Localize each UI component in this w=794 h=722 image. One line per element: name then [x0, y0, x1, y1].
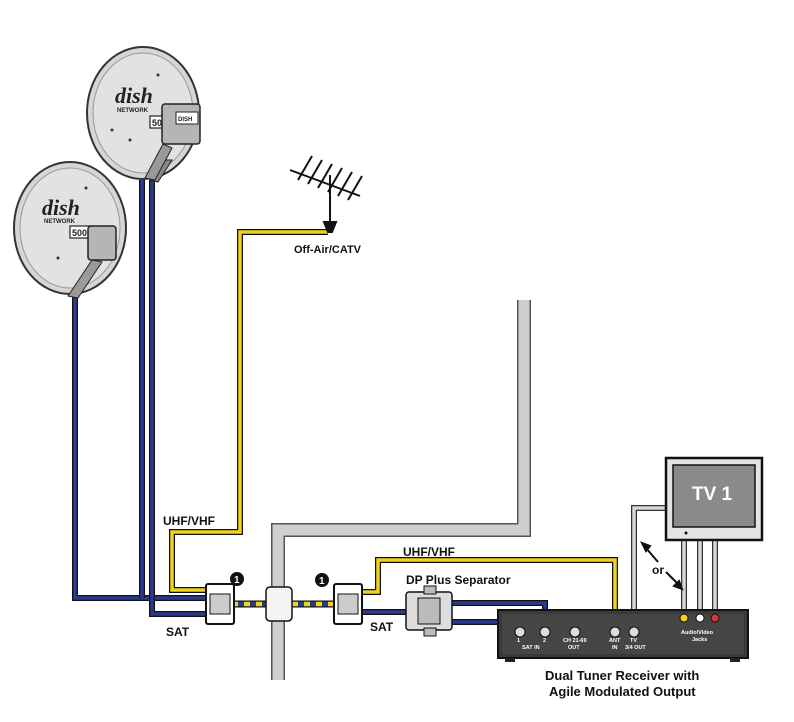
- receiver-title-line2: Agile Modulated Output: [549, 684, 696, 699]
- port-sat-2: 2: [543, 638, 546, 644]
- or-label: or: [652, 563, 664, 577]
- sat-right-label: SAT: [370, 620, 394, 634]
- dish-sublogo-lower: NETWORK: [44, 219, 76, 225]
- uhf-vhf-left-label: UHF/VHF: [163, 514, 215, 528]
- sat-left-label: SAT: [166, 625, 190, 639]
- dp-separator-label: DP Plus Separator: [406, 573, 511, 587]
- tv-cables: [631, 505, 718, 628]
- callout-left: 1: [234, 575, 240, 586]
- wall-plate: [265, 586, 293, 622]
- uhf-vhf-right-label: UHF/VHF: [403, 545, 455, 559]
- dish-upper: dish NETWORK 500 DISH: [86, 46, 201, 183]
- port-tv-1: TV: [630, 638, 637, 644]
- port-ant-1: ANT: [609, 638, 621, 644]
- port-ch-out-1: CH 21-69: [563, 638, 587, 644]
- dish-logo-upper: dish: [115, 83, 153, 108]
- dish-model-upper: 500: [152, 118, 167, 128]
- port-ch-out-2: OUT: [568, 645, 580, 651]
- dp-plus-separator: [405, 585, 453, 637]
- dish-model-lower: 500: [72, 228, 87, 238]
- diplexer-right: 1: [315, 573, 363, 625]
- port-av-2: Jacks: [692, 637, 707, 643]
- lnb-badge-upper: DISH: [178, 117, 192, 123]
- or-arrows: [639, 541, 684, 591]
- receiver-title-line1: Dual Tuner Receiver with: [545, 668, 699, 683]
- port-sat-in: SAT IN: [522, 645, 540, 651]
- antenna-icon: [289, 155, 363, 233]
- dish-logo-lower: dish: [42, 195, 80, 220]
- tv: TV 1: [664, 456, 764, 542]
- port-tv-2: 3/4 OUT: [625, 645, 646, 651]
- receiver: 1 2 SAT IN CH 21-69 OUT ANT IN TV 3/4 OU…: [497, 609, 749, 662]
- diplexer-left: 1: [205, 572, 244, 625]
- dish-lower: dish NETWORK 500: [13, 161, 127, 299]
- callout-right: 1: [319, 576, 325, 587]
- sat-cables: [72, 180, 548, 628]
- port-ant-2: IN: [612, 645, 618, 651]
- offair-cables: [169, 229, 618, 628]
- port-sat-1: 1: [517, 638, 520, 644]
- offair-label: Off-Air/CATV: [294, 244, 362, 256]
- tv-label: TV 1: [692, 484, 733, 505]
- callout-left-badge: [230, 572, 244, 586]
- port-av-1: Audio/Video: [681, 630, 714, 636]
- dish-sublogo-upper: NETWORK: [117, 108, 149, 114]
- callout-right-badge: [315, 573, 329, 587]
